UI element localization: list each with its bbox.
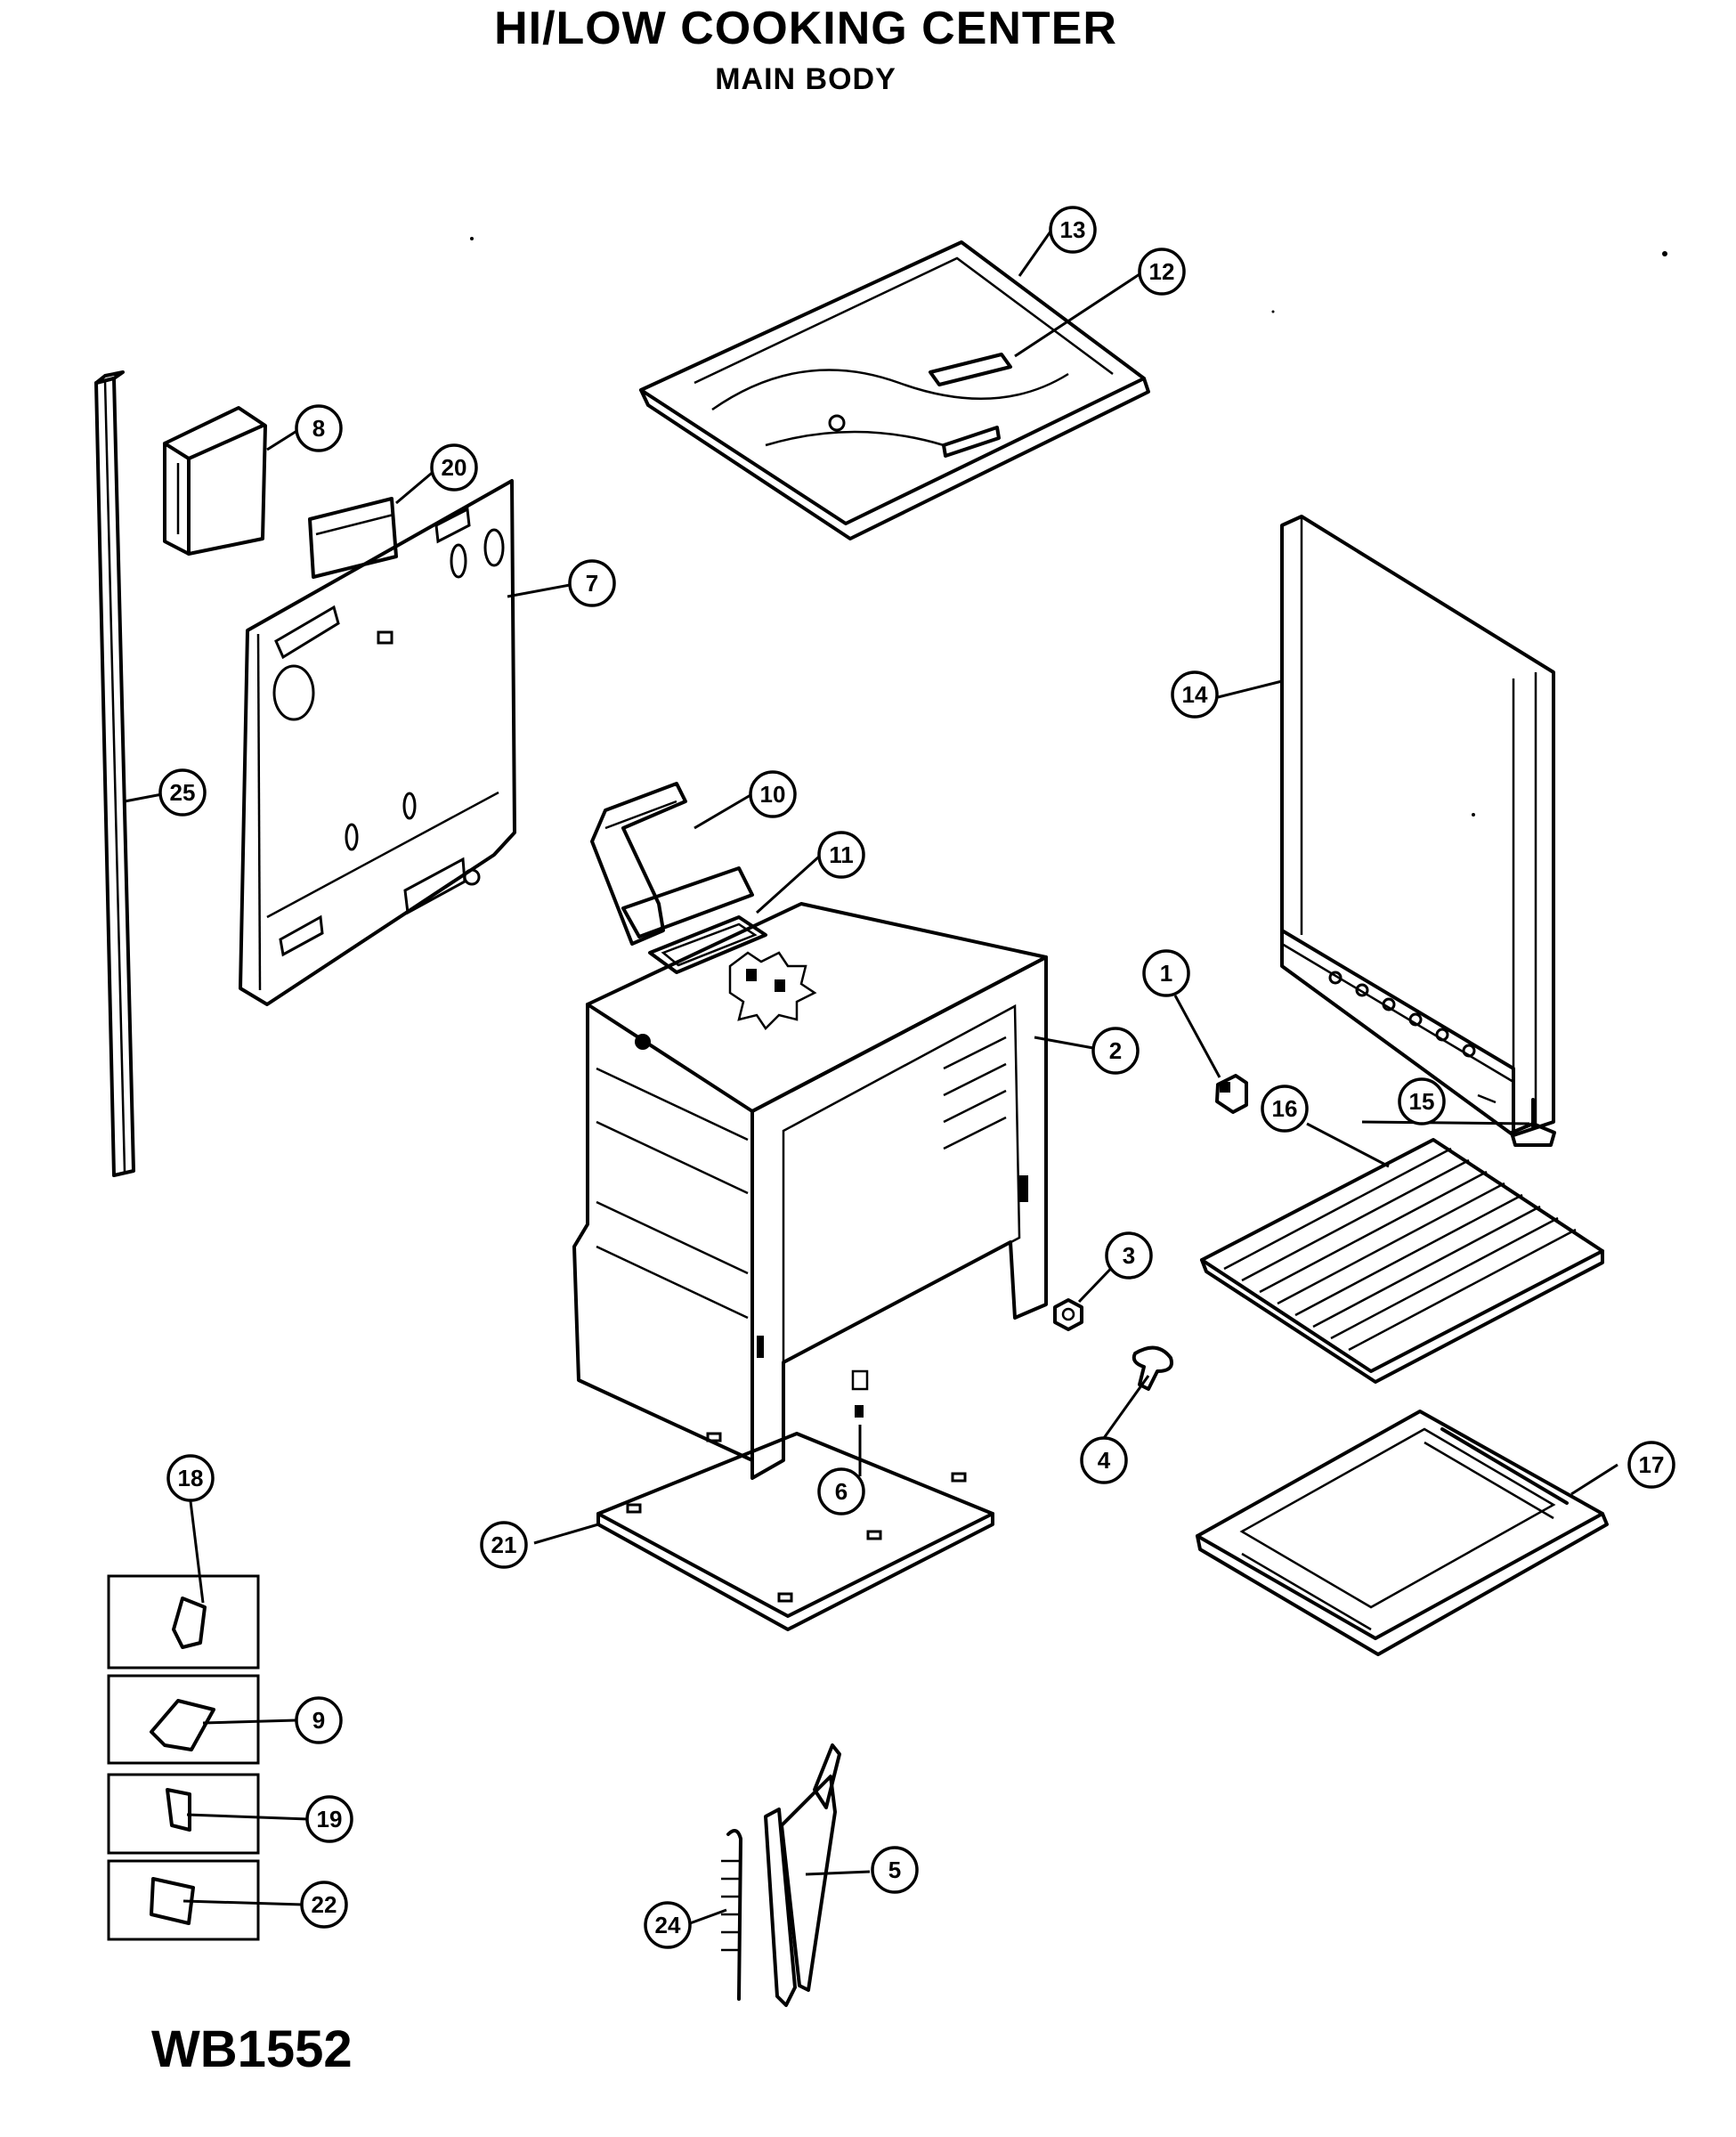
part-14-side-panel xyxy=(1280,515,1555,1137)
callout-9: 9 xyxy=(295,1696,343,1744)
part-18-clip-inset xyxy=(107,1574,260,1670)
part-3-nut xyxy=(1053,1298,1083,1331)
part-2-oven-body xyxy=(572,902,1048,1480)
callout-8: 8 xyxy=(295,404,343,452)
callout-16: 16 xyxy=(1261,1085,1309,1133)
diagram-subtitle: MAIN BODY xyxy=(715,62,896,96)
svg-text:5: 5 xyxy=(888,1857,901,1883)
part-5-hinge xyxy=(764,1743,841,2007)
callout-22: 22 xyxy=(300,1881,348,1929)
part-16-oven-rack xyxy=(1200,1138,1604,1384)
part-10-vent-duct xyxy=(590,782,754,946)
callout-6: 6 xyxy=(817,1467,865,1515)
svg-text:14: 14 xyxy=(1182,681,1208,708)
svg-text:12: 12 xyxy=(1149,258,1175,285)
callout-3: 3 xyxy=(1105,1231,1153,1280)
callout-13: 13 xyxy=(1049,206,1097,254)
part-22-clip-inset xyxy=(107,1859,260,1941)
svg-text:20: 20 xyxy=(442,454,467,481)
callout-18: 18 xyxy=(166,1454,215,1502)
part-8-box-bracket xyxy=(163,406,267,556)
svg-text:24: 24 xyxy=(655,1912,681,1938)
callout-4: 4 xyxy=(1080,1436,1128,1484)
svg-text:6: 6 xyxy=(835,1478,848,1505)
svg-text:17: 17 xyxy=(1639,1451,1665,1478)
part-25-trim-strip xyxy=(94,370,135,1177)
callout-20: 20 xyxy=(430,443,478,492)
svg-text:11: 11 xyxy=(829,841,854,868)
svg-text:25: 25 xyxy=(170,779,196,806)
svg-text:1: 1 xyxy=(1160,960,1172,987)
callout-17: 17 xyxy=(1627,1441,1675,1489)
svg-text:21: 21 xyxy=(491,1532,517,1558)
callout-7: 7 xyxy=(568,559,616,607)
callout-5: 5 xyxy=(871,1846,919,1894)
svg-text:8: 8 xyxy=(312,415,325,442)
part-9-clip-inset xyxy=(107,1674,260,1765)
callout-25: 25 xyxy=(158,768,207,817)
callout-11: 11 xyxy=(817,831,865,879)
svg-text:16: 16 xyxy=(1272,1095,1298,1122)
svg-text:3: 3 xyxy=(1123,1242,1135,1269)
part-13-top-panel xyxy=(639,240,1150,540)
diagram-title: HI/LOW COOKING CENTER xyxy=(494,3,1117,54)
part-7-rear-panel xyxy=(239,479,516,1006)
svg-text:4: 4 xyxy=(1098,1447,1111,1474)
svg-text:15: 15 xyxy=(1409,1088,1435,1115)
part-4-knob xyxy=(1132,1345,1173,1391)
callout-19: 19 xyxy=(305,1795,353,1843)
part-24-spring xyxy=(721,1829,742,2001)
svg-text:2: 2 xyxy=(1109,1037,1122,1064)
svg-text:18: 18 xyxy=(178,1465,204,1491)
svg-text:13: 13 xyxy=(1060,216,1086,243)
part-19-clip-inset xyxy=(107,1773,260,1855)
model-number: WB1552 xyxy=(151,2020,353,2078)
part-20-plate xyxy=(308,497,398,579)
svg-text:19: 19 xyxy=(317,1806,343,1832)
part-6-clip xyxy=(851,1369,869,1418)
callout-2: 2 xyxy=(1091,1027,1140,1075)
part-1-knob xyxy=(1215,1074,1248,1114)
svg-text:22: 22 xyxy=(312,1891,337,1918)
svg-text:10: 10 xyxy=(760,781,786,808)
svg-text:9: 9 xyxy=(312,1707,325,1734)
callout-12: 12 xyxy=(1138,248,1186,296)
callout-1: 1 xyxy=(1142,949,1190,997)
callout-10: 10 xyxy=(749,770,797,818)
callout-21: 21 xyxy=(480,1521,528,1569)
part-21-base-plate xyxy=(596,1432,994,1631)
svg-text:7: 7 xyxy=(586,570,598,597)
part-17-broiler-pan xyxy=(1196,1410,1609,1656)
callout-24: 24 xyxy=(644,1901,692,1949)
callout-14: 14 xyxy=(1171,670,1219,719)
callout-15: 15 xyxy=(1398,1077,1446,1125)
part-15-leveling-leg xyxy=(1510,1098,1556,1147)
leader-lines xyxy=(124,231,1618,1925)
